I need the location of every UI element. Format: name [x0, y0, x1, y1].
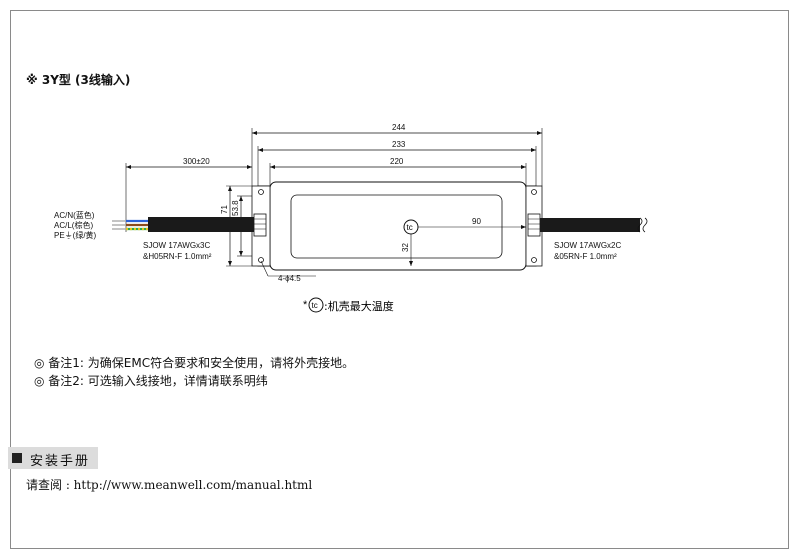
- output-cable-spec-1: SJOW 17AWGx2C: [554, 241, 621, 250]
- manual-link[interactable]: 请查阅 : http://www.meanwell.com/manual.htm…: [26, 478, 313, 492]
- housing: [251, 181, 543, 271]
- output-cable-spec-2: &05RN-F 1.0mm²: [554, 252, 617, 261]
- dim-32-label: 32: [401, 243, 410, 252]
- output-gland: [527, 213, 541, 237]
- dim-90-label: 90: [472, 217, 481, 226]
- wire-label-pe: PE⏚(绿/黄): [54, 230, 97, 240]
- output-cable: [540, 217, 648, 233]
- dim-53-8-label: 53.8: [231, 200, 240, 216]
- input-gland: [253, 213, 267, 237]
- tc-note-symbol: tc: [312, 301, 318, 310]
- hole-label: 4-ϕ4.5: [278, 274, 301, 283]
- square-bullet-icon: [12, 453, 22, 463]
- wire-label-acl: AC/L(棕色): [54, 220, 93, 230]
- page-frame: [10, 10, 789, 549]
- mount-hole: [258, 257, 264, 263]
- mount-hole: [531, 257, 537, 263]
- tc-note: * tc :机壳最大温度: [303, 297, 394, 313]
- dimension-220: 220: [269, 157, 527, 186]
- dim-244-label: 244: [392, 123, 406, 132]
- manual-heading: 安装手册: [30, 454, 91, 469]
- input-cable-spec-1: SJOW 17AWGx3C: [143, 241, 210, 250]
- dim-71-label: 71: [220, 205, 229, 214]
- mount-hole: [258, 189, 264, 195]
- tc-marker-label: tc: [407, 223, 413, 232]
- dim-220-label: 220: [390, 157, 404, 166]
- tc-marker: tc 90 32: [401, 217, 526, 266]
- hole-callout: 4-ϕ4.5: [260, 260, 316, 283]
- dim-233-label: 233: [392, 140, 406, 149]
- dimension-244: 244: [251, 123, 543, 186]
- note-2: ◎ 备注2: 可选输入线接地，详情请联系明纬: [34, 374, 268, 388]
- wire-label-acn: AC/N(蓝色): [54, 210, 95, 220]
- note-1: ◎ 备注1: 为确保EMC符合要求和安全使用，请将外壳接地。: [34, 356, 355, 370]
- section-title: ※ 3Y型 (3线输入): [26, 73, 131, 87]
- tc-note-text: :机壳最大温度: [324, 299, 394, 313]
- dim-300-label: 300±20: [183, 157, 210, 166]
- manual-heading-bar: 安装手册: [8, 447, 98, 469]
- input-cable: [112, 217, 254, 232]
- input-cable-spec-2: &H05RN-F 1.0mm²: [143, 252, 212, 261]
- mount-hole: [531, 189, 537, 195]
- dimension-233: 233: [257, 140, 537, 186]
- tc-note-prefix: *: [303, 299, 308, 311]
